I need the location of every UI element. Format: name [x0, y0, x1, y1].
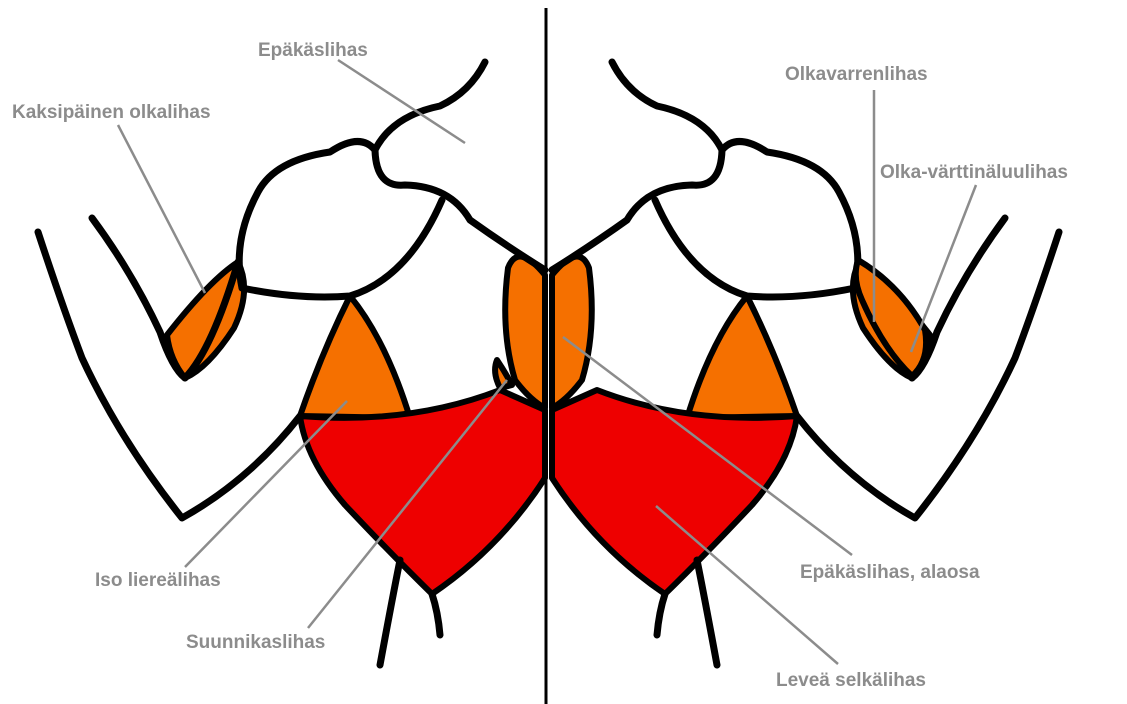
label-rhomboid: Suunnikaslihas [186, 632, 325, 653]
shoulder-outline [655, 141, 858, 297]
teres-major-muscle [300, 296, 410, 418]
leader-teres-major [185, 401, 347, 567]
neck-outline [375, 62, 545, 270]
shoulder-outline [239, 141, 442, 297]
label-trapezius: Epäkäslihas [258, 40, 368, 61]
leader-biceps [118, 125, 205, 293]
label-brachioradialis: Olka-värttinäluulihas [880, 162, 1068, 183]
trapezius-lower-muscle [552, 257, 592, 408]
label-lower-trapezius: Epäkäslihas, alaosa [800, 562, 980, 583]
leader-brachioradialis [911, 185, 976, 352]
arm-outline-inner [92, 218, 185, 378]
teres-major-muscle [687, 296, 797, 418]
arm-outline-outer [797, 232, 1059, 518]
label-biceps: Kaksipäinen olkalihas [12, 102, 211, 123]
neck-outline [552, 62, 722, 270]
latissimus-muscle [300, 390, 545, 594]
label-teres-major: Iso liereälihas [95, 570, 221, 591]
label-latissimus: Leveä selkälihas [776, 670, 926, 691]
label-brachialis: Olkavarrenlihas [785, 64, 928, 85]
arm-outline-outer [38, 232, 300, 518]
leader-latissimus [656, 506, 838, 664]
